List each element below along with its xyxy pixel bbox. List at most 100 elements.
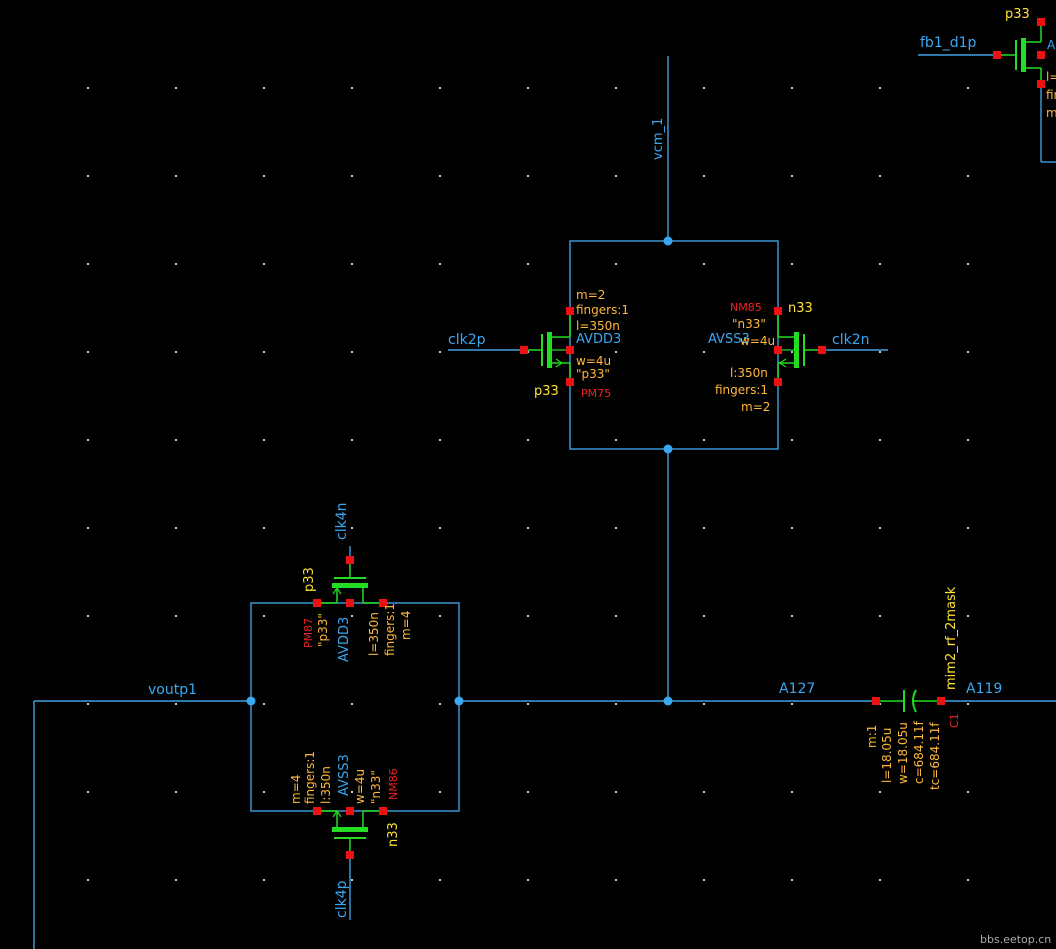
grid-dot	[791, 527, 793, 529]
pmos-pm87[interactable]	[317, 560, 383, 604]
grid-dot	[615, 87, 617, 89]
grid-dot	[879, 87, 881, 89]
grid-dot	[439, 175, 441, 177]
pin-terminal[interactable]	[346, 599, 354, 607]
grid-dot	[87, 175, 89, 177]
grid-dot	[967, 351, 969, 353]
grid-dot	[527, 263, 529, 265]
grid-dot	[263, 263, 265, 265]
grid-dot	[615, 439, 617, 441]
pin-terminal[interactable]	[774, 307, 782, 315]
grid-dot	[439, 87, 441, 89]
pm87-l: l=350n	[367, 612, 381, 656]
net-label-fb1: fb1_d1p	[920, 35, 977, 51]
grid-dot	[703, 87, 705, 89]
grid-dot	[263, 439, 265, 441]
grid-dot	[351, 87, 353, 89]
grid-dot	[791, 87, 793, 89]
nmos-nm86[interactable]	[317, 809, 383, 855]
grid-dot	[879, 439, 881, 441]
wire-switch-box-top[interactable]	[569, 240, 779, 450]
grid-dot	[87, 439, 89, 441]
pin-terminal[interactable]	[520, 346, 528, 354]
nm85-model: n33	[788, 301, 813, 316]
grid-dot	[175, 87, 177, 89]
grid-dot	[351, 615, 353, 617]
grid-dot	[879, 615, 881, 617]
grid-dot	[527, 439, 529, 441]
grid-dot	[703, 703, 705, 705]
grid-dot	[351, 263, 353, 265]
pm75-model-q: "p33"	[576, 367, 610, 381]
grid-dot	[527, 87, 529, 89]
pin-terminal[interactable]	[346, 851, 354, 859]
pins	[313, 18, 1045, 859]
grid-dot	[87, 527, 89, 529]
grid-dot	[87, 703, 89, 705]
grid-dot	[87, 263, 89, 265]
grid-dot	[87, 87, 89, 89]
junction	[663, 236, 673, 246]
junction	[663, 696, 673, 706]
grid-dot	[351, 703, 353, 705]
pin-terminal[interactable]	[313, 807, 321, 815]
grid-dot	[439, 879, 441, 881]
grid-dot	[879, 175, 881, 177]
pin-terminal[interactable]	[774, 346, 782, 354]
nm85-w: w=4u	[740, 334, 775, 348]
pin-terminal[interactable]	[1037, 18, 1045, 26]
grid-dot	[791, 879, 793, 881]
pin-terminal[interactable]	[566, 346, 574, 354]
grid-dot	[615, 703, 617, 705]
pin-terminal[interactable]	[993, 51, 1001, 59]
pin-terminal[interactable]	[818, 346, 826, 354]
pin-terminal[interactable]	[937, 697, 945, 705]
grid-dot	[175, 263, 177, 265]
grid-dot	[967, 527, 969, 529]
grid-dot	[527, 703, 529, 705]
grid-dot	[791, 351, 793, 353]
c1-m: m:1	[865, 725, 879, 748]
pmos-pm75[interactable]	[524, 311, 571, 382]
pin-terminal[interactable]	[566, 378, 574, 386]
grid-dot	[791, 703, 793, 705]
grid-dot	[879, 791, 881, 793]
grid-dot	[967, 879, 969, 881]
net-label-clk4n: clk4n	[334, 503, 350, 540]
nm86-l: l:350n	[319, 766, 333, 804]
grid-dot	[351, 879, 353, 881]
capacitor-c1[interactable]	[876, 689, 941, 713]
pin-terminal[interactable]	[774, 378, 782, 386]
pin-terminal[interactable]	[346, 807, 354, 815]
nm86-model: n33	[386, 822, 401, 847]
grid-dot	[615, 263, 617, 265]
net-label-voutp1: voutp1	[148, 682, 197, 698]
c1-instance: C1	[948, 713, 961, 728]
pin-terminal[interactable]	[313, 599, 321, 607]
pin-terminal[interactable]	[1037, 51, 1045, 59]
junctions	[246, 236, 673, 706]
pin-terminal[interactable]	[566, 307, 574, 315]
junction	[246, 696, 256, 706]
grid-dot	[791, 791, 793, 793]
pin-terminal[interactable]	[379, 599, 387, 607]
grid-dot	[175, 703, 177, 705]
pin-terminal[interactable]	[872, 697, 880, 705]
nm86-m: m=4	[289, 775, 303, 804]
grid-dot	[967, 791, 969, 793]
wire-switch-box-bottom[interactable]	[250, 602, 460, 812]
nm86-body: AVSS3	[337, 754, 352, 796]
grid-dot	[879, 263, 881, 265]
pmos-topright[interactable]	[997, 22, 1042, 84]
pin-terminal[interactable]	[346, 556, 354, 564]
grid-dot	[703, 879, 705, 881]
grid-dot	[175, 615, 177, 617]
nmos-nm85[interactable]	[777, 311, 822, 382]
pm87-body: AVDD3	[337, 617, 352, 662]
topright-frag2: l=	[1046, 70, 1056, 84]
pin-terminal[interactable]	[1037, 80, 1045, 88]
grid-dot	[439, 791, 441, 793]
grid-dot	[615, 175, 617, 177]
pin-terminal[interactable]	[379, 807, 387, 815]
net-label-clk2p: clk2p	[448, 332, 486, 348]
